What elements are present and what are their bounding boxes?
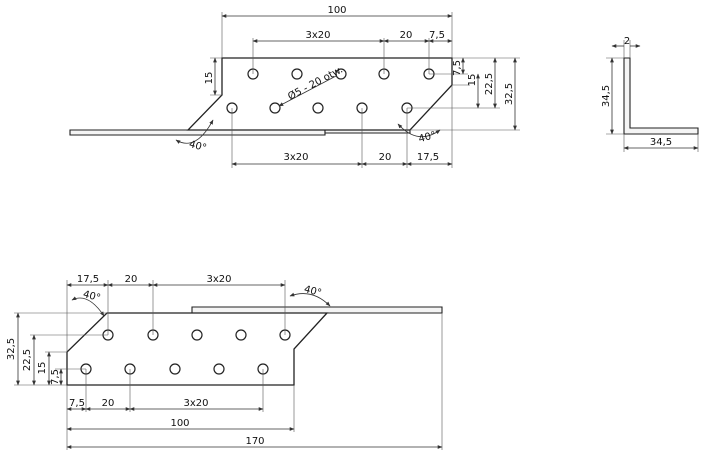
dim-15-left: 15: [204, 72, 215, 85]
dim-20-top: 20: [125, 274, 138, 285]
dim-20: 20: [400, 30, 413, 41]
hole: [235, 329, 247, 341]
bottom-view: 17,5 20 3x20 40° 40° 32,5 22,5 15 7,5 7,…: [6, 274, 443, 450]
top-view-flange: [69, 129, 326, 136]
dim-22-5-left: 22,5: [22, 349, 33, 371]
dim-3x20-bottom: 3x20: [183, 398, 208, 409]
angle-right: 40°: [303, 284, 323, 299]
dim-2: 2: [624, 36, 630, 47]
bottom-view-plate: [66, 312, 329, 386]
dim-7-5-bottom: 7,5: [69, 398, 85, 409]
angle-profile: [623, 57, 699, 135]
dim-15-left: 15: [37, 362, 48, 375]
dim-34-5-vertical: 34,5: [601, 85, 612, 107]
side-view: 2 34,5 34,5: [601, 36, 699, 152]
dim-20-bottom: 20: [102, 398, 115, 409]
dim-15-right: 15: [467, 74, 478, 87]
angle-right: 40°: [417, 130, 437, 145]
dim-22-5-right: 22,5: [484, 73, 495, 95]
dim-7-5-right: 7,5: [452, 60, 463, 76]
dim-3x20-top: 3x20: [206, 274, 231, 285]
dim-34-5-horizontal: 34,5: [650, 137, 672, 148]
dim-20-bottom: 20: [379, 152, 392, 163]
hole: [191, 329, 203, 341]
dim-3x20: 3x20: [305, 30, 330, 41]
dim-100: 100: [327, 5, 346, 16]
dim-17-5-bottom: 17,5: [417, 152, 439, 163]
hole: [335, 68, 347, 80]
hole: [269, 102, 281, 114]
top-view-plate: [186, 57, 453, 131]
angle-left: 40°: [82, 289, 102, 304]
top-view: 100 3x20 20 7,5 15 7,5 15 22,5 32,5 Ø5 -…: [69, 5, 520, 168]
dim-32-5-left: 32,5: [6, 338, 17, 360]
dim-32-5-right: 32,5: [504, 83, 515, 105]
dim-17-5-top: 17,5: [77, 274, 99, 285]
hole: [312, 102, 324, 114]
dim-170: 170: [245, 436, 264, 447]
bottom-view-flange: [191, 306, 443, 314]
hole: [213, 363, 225, 375]
dim-7-5-left: 7,5: [50, 369, 61, 385]
dim-7-5: 7,5: [429, 30, 445, 41]
dim-3x20-bottom: 3x20: [283, 152, 308, 163]
dim-100: 100: [170, 418, 189, 429]
hole: [169, 363, 181, 375]
angle-left: 40°: [188, 139, 208, 154]
hole: [291, 68, 303, 80]
